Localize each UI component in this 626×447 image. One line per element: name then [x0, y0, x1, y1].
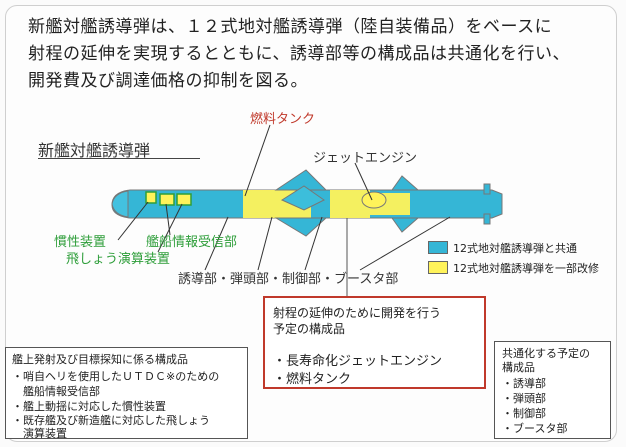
ship-box-line-2: 艦船情報受信部	[12, 385, 100, 398]
intro-line-2: 射程の延伸を実現するとともに、誘導部等の構成品は共通化を行い、	[28, 44, 570, 64]
ship-box-line-5: 演算装置	[12, 427, 67, 440]
dev-components-box: 射程の延伸のために開発を行う 予定の構成品 ・長寿命化ジェットエンジン ・燃料タ…	[263, 296, 486, 389]
sections-leader-1	[204, 216, 229, 271]
tail-fin-lower	[391, 217, 420, 233]
dev-box-item-engine: ・長寿命化ジェットエンジン	[273, 354, 443, 369]
computer-leader	[157, 203, 183, 253]
common-box-item-warhead: ・弾頭部	[502, 392, 546, 405]
sections-leader-4	[359, 216, 451, 271]
ins-leader	[117, 201, 149, 241]
wing-mid	[280, 185, 325, 211]
intro-line-1: 新艦対艦誘導弾は、１２式地対艦誘導弾（陸自装備品）をベースに	[28, 17, 553, 37]
common-box-heading-1: 共通化する予定の	[502, 347, 590, 360]
legend-swatch-modified	[428, 261, 448, 274]
ship-components-box: 艦上発射及び目標探知に係る構成品 ・哨自ヘリを使用したＵＴＤＣ※のための 艦船情…	[5, 347, 248, 440]
common-box-heading-2: 構成品	[502, 361, 535, 374]
ins-module	[145, 191, 157, 204]
ship-info-receiver-label: 艦船情報受信部	[146, 235, 238, 250]
tail-fin-upper	[391, 175, 420, 191]
common-box-item-control: ・制御部	[502, 407, 546, 420]
intro-text: 新艦対艦誘導弾は、１２式地対艦誘導弾（陸自装備品）をベースに 射程の延伸を実現す…	[28, 14, 608, 95]
wing-upper	[274, 169, 328, 191]
sections-leader-3	[304, 216, 323, 271]
legend-modified-label: 12式地対艦誘導弾を一部改修	[453, 262, 599, 275]
ins-label: 慣性装置	[54, 235, 107, 250]
title-underline	[38, 158, 200, 159]
wing-lower	[274, 217, 328, 237]
engine-intake	[361, 191, 387, 209]
legend-swatch-common	[428, 241, 448, 254]
dev-box-heading-2: 予定の構成品	[273, 322, 346, 336]
dev-box-heading-1: 射程の延伸のために開発を行う	[273, 306, 442, 320]
common-box-item-guidance: ・誘導部	[502, 377, 546, 390]
ship-box-line-1: ・哨自ヘリを使用したＵＴＤＣ※のための	[12, 370, 220, 383]
legend-common-label: 12式地対艦誘導弾と共通	[453, 242, 577, 255]
dev-box-item-fuel-tank: ・燃料タンク	[273, 372, 352, 387]
computer-module	[176, 193, 192, 206]
fuel-tank-label: 燃料タンク	[250, 112, 316, 127]
fuel-tank-leader	[244, 124, 271, 197]
missile-nose	[111, 190, 129, 218]
booster-fin-lower	[483, 213, 491, 225]
ship-box-heading: 艦上発射及び目標探知に係る構成品	[12, 353, 188, 366]
ship-box-line-3: ・艦上動揺に対応した慣性装置	[12, 400, 166, 413]
engine-leader	[354, 162, 373, 201]
diagram-title: 新艦対艦誘導弾	[38, 141, 151, 160]
ship-box-line-4: ・既存艦及び新造艦に対応した飛しょう	[12, 414, 210, 427]
flight-computer-label: 飛しょう演算装置	[66, 252, 171, 267]
jet-engine-label: ジェットエンジン	[313, 151, 418, 166]
common-components-box: 共通化する予定の 構成品 ・誘導部 ・弾頭部 ・制御部 ・ブースタ部	[494, 341, 611, 439]
common-box-item-booster: ・ブースタ部	[502, 422, 568, 435]
receiver-module	[159, 193, 175, 206]
booster-fin-upper	[483, 183, 491, 195]
sections-leader-2	[257, 216, 273, 271]
intro-line-3: 開発費及び調達価格の抑制を図る。	[28, 71, 308, 91]
sections-label: 誘導部・弾頭部・制御部・ブースタ部	[178, 272, 399, 287]
